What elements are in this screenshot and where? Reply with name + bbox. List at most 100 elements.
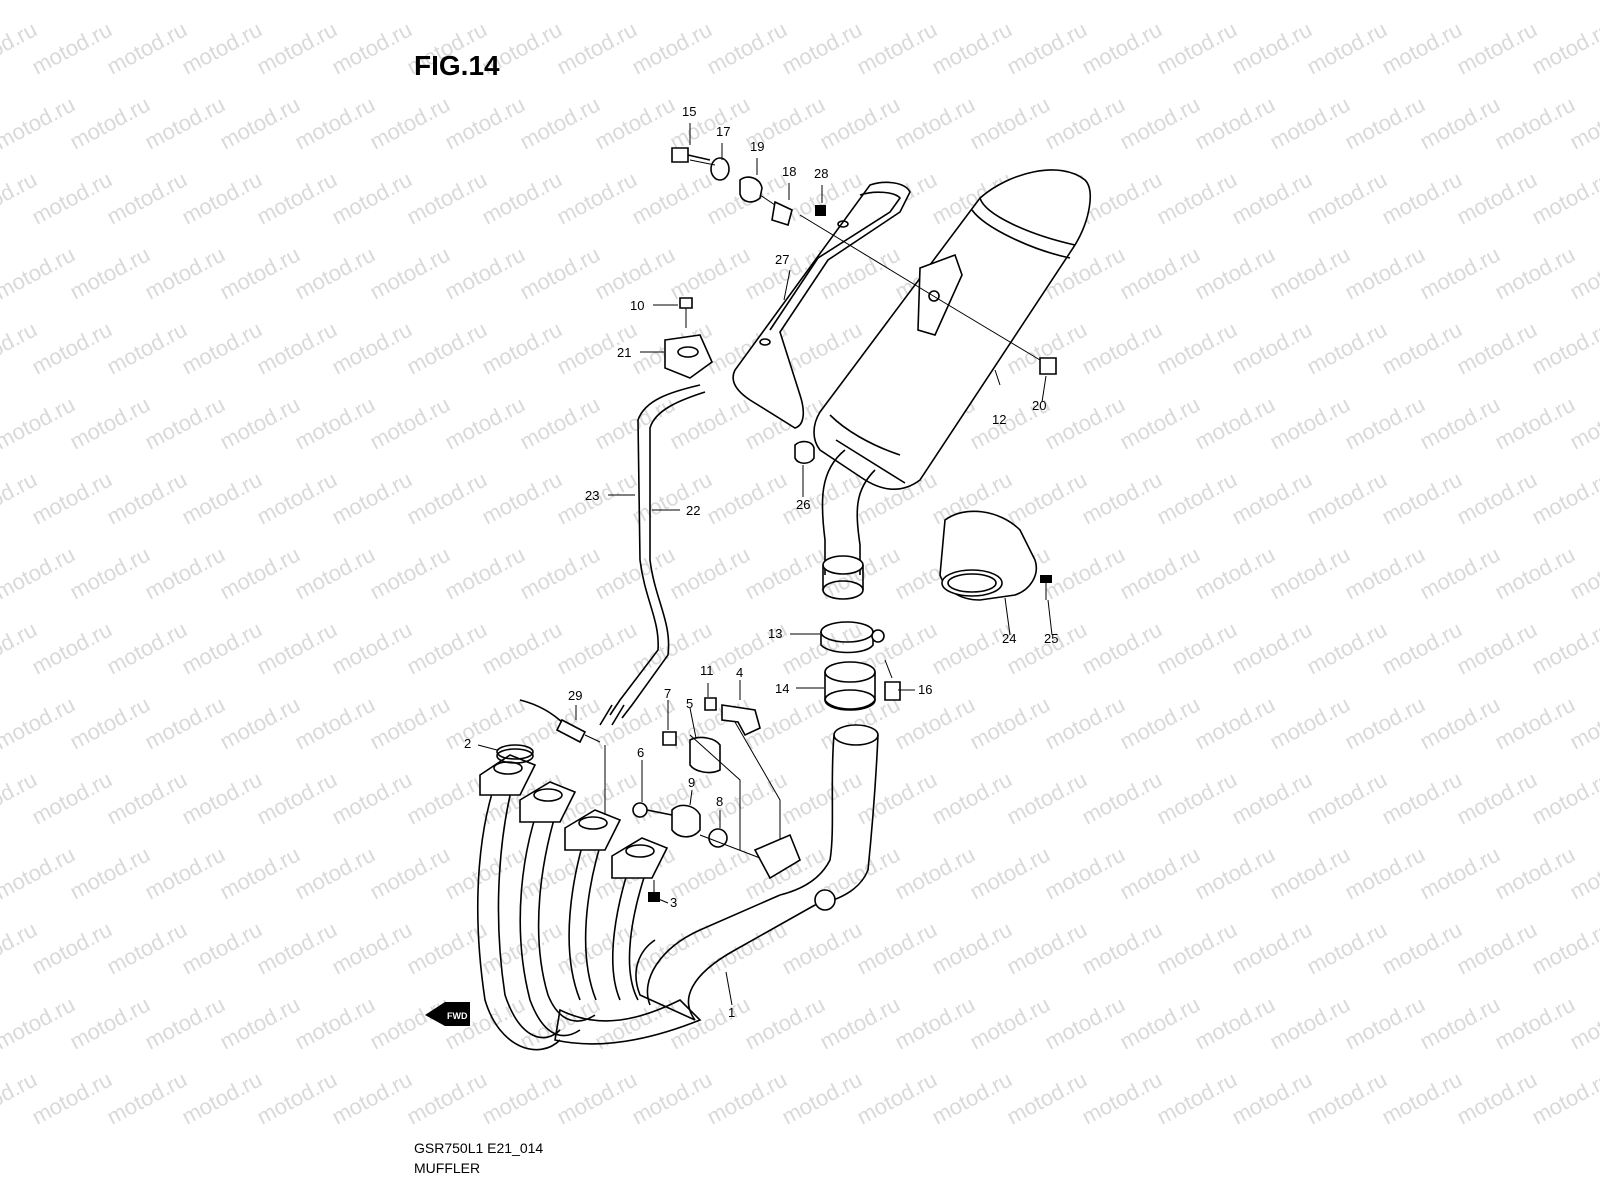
watermark-text: motod.ru — [253, 167, 341, 230]
watermark-text: motod.ru — [178, 317, 266, 380]
watermark-text: motod.ru — [1491, 692, 1579, 755]
watermark-text: motod.ru — [1341, 0, 1429, 4]
watermark-text: motod.ru — [1341, 242, 1429, 305]
watermark-text: motod.ru — [778, 1067, 866, 1130]
watermark-text: motod.ru — [1228, 767, 1316, 830]
callout-21: 21 — [617, 345, 631, 360]
heat-shield — [732, 181, 911, 429]
watermark-text: motod.ru — [966, 992, 1054, 1055]
watermark-text: motod.ru — [1078, 1067, 1166, 1130]
watermark-text: motod.ru — [216, 242, 304, 305]
watermark-text: motod.ru — [1153, 917, 1241, 980]
watermark-text: motod.ru — [178, 167, 266, 230]
watermark-text: motod.ru — [141, 242, 229, 305]
watermark-text: motod.ru — [66, 692, 154, 755]
callout-13: 13 — [768, 626, 782, 641]
watermark-text: motod.ru — [28, 767, 116, 830]
watermark-text: motod.ru — [0, 392, 79, 455]
watermark-text: motod.ru — [1191, 242, 1279, 305]
watermark-text: motod.ru — [1303, 617, 1391, 680]
watermark-text: motod.ru — [628, 467, 716, 530]
watermark-text: motod.ru — [891, 0, 979, 4]
watermark-text: motod.ru — [1116, 842, 1204, 905]
watermark-text: motod.ru — [328, 17, 416, 80]
watermark-text: motod.ru — [1453, 1067, 1541, 1130]
watermark-text: motod.ru — [1153, 167, 1241, 230]
watermark-text: motod.ru — [291, 392, 379, 455]
watermark-text: motod.ru — [1453, 617, 1541, 680]
grommet-26 — [794, 440, 815, 465]
watermark-text: motod.ru — [1116, 542, 1204, 605]
watermark-text: motod.ru — [1528, 467, 1600, 530]
figure-title: FIG.14 — [414, 50, 500, 81]
watermark-text: motod.ru — [0, 842, 79, 905]
watermark-text: motod.ru — [966, 92, 1054, 155]
watermark-text: motod.ru — [0, 0, 79, 4]
watermark-text: motod.ru — [253, 767, 341, 830]
watermark-text: motod.ru — [366, 842, 454, 905]
callout-2: 2 — [464, 736, 471, 751]
watermark-text: motod.ru — [1491, 992, 1579, 1055]
watermark-text: motod.ru — [1228, 617, 1316, 680]
fwd-badge-text: FWD — [447, 1011, 468, 1021]
watermark-text: motod.ru — [1116, 242, 1204, 305]
watermark-text: motod.ru — [891, 92, 979, 155]
watermark-text: motod.ru — [478, 1067, 566, 1130]
watermark-text: motod.ru — [1228, 17, 1316, 80]
watermark-text: motod.ru — [1528, 917, 1600, 980]
watermark-text: motod.ru — [591, 92, 679, 155]
watermark-text: motod.ru — [928, 617, 1016, 680]
watermark-text: motod.ru — [666, 92, 754, 155]
watermark-text: motod.ru — [103, 917, 191, 980]
watermark-text: motod.ru — [1528, 167, 1600, 230]
watermark-text: motod.ru — [891, 992, 979, 1055]
cushion-5 — [689, 736, 721, 774]
watermark-text: motod.ru — [1416, 842, 1504, 905]
watermark-text: motod.ru — [778, 17, 866, 80]
watermark-text: motod.ru — [1078, 767, 1166, 830]
watermark-text: motod.ru — [366, 542, 454, 605]
watermark-text: motod.ru — [478, 167, 566, 230]
watermark-text: motod.ru — [441, 242, 529, 305]
nut-20 — [1039, 357, 1057, 375]
watermark-text: motod.ru — [928, 917, 1016, 980]
watermark-text: motod.ru — [141, 92, 229, 155]
watermark-text: motod.ru — [441, 392, 529, 455]
screw-25 — [1040, 575, 1052, 600]
watermark-text: motod.ru — [928, 1067, 1016, 1130]
watermark-text: motod.ru — [1341, 92, 1429, 155]
watermark-text: motod.ru — [178, 917, 266, 980]
callout-22: 22 — [686, 503, 700, 518]
callout-11: 11 — [700, 663, 714, 678]
callout-7: 7 — [664, 686, 671, 701]
watermark-text: motod.ru — [178, 767, 266, 830]
watermark-text: motod.ru — [403, 167, 491, 230]
watermark-text: motod.ru — [253, 1067, 341, 1130]
watermark-text: motod.ru — [666, 242, 754, 305]
watermark-text: motod.ru — [66, 0, 154, 4]
watermark-text: motod.ru — [366, 242, 454, 305]
watermark-text: motod.ru — [928, 17, 1016, 80]
callout-8: 8 — [716, 794, 723, 809]
collar-18 — [771, 200, 793, 227]
watermark-text: motod.ru — [28, 317, 116, 380]
callout-17: 17 — [716, 124, 730, 139]
callout-leaders — [477, 123, 1053, 1006]
watermark-text: motod.ru — [703, 1067, 791, 1130]
washer-17 — [710, 157, 730, 181]
watermark-text: motod.ru — [553, 917, 641, 980]
watermark-text: motod.ru — [1416, 542, 1504, 605]
watermark-text: motod.ru — [1416, 0, 1504, 4]
watermark-text: motod.ru — [1416, 392, 1504, 455]
watermark-text: motod.ru — [966, 0, 1054, 4]
watermark-text: motod.ru — [591, 542, 679, 605]
watermark-text: motod.ru — [328, 617, 416, 680]
watermark-text: motod.ru — [1003, 17, 1091, 80]
callout-19: 19 — [750, 139, 764, 154]
watermark-text: motod.ru — [591, 242, 679, 305]
watermark-text: motod.ru — [403, 617, 491, 680]
watermark-text: motod.ru — [216, 692, 304, 755]
watermark-text: motod.ru — [1453, 917, 1541, 980]
watermark-text: motod.ru — [1303, 467, 1391, 530]
watermark-text: motod.ru — [1566, 0, 1600, 4]
